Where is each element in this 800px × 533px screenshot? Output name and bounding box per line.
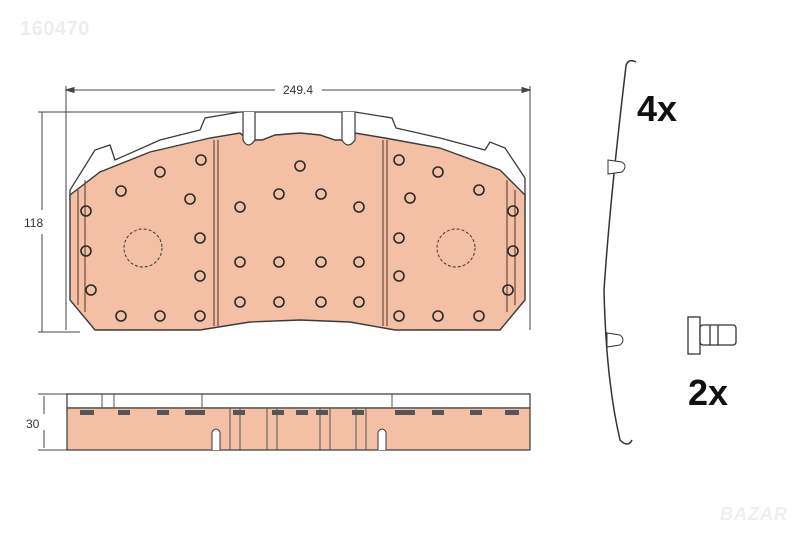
width-dimension-line: [64, 86, 532, 330]
mounting-tabs: [242, 112, 356, 146]
spring-clip-quantity: 4x: [637, 88, 678, 129]
width-dimension-label: 249.4: [283, 83, 314, 97]
piston-mark-right: [436, 228, 476, 268]
thickness-dimension-label: 30: [26, 417, 40, 431]
bolt-quantity: 2x: [688, 372, 729, 413]
rivets: [80, 154, 519, 322]
height-dimension-line: [38, 111, 250, 333]
height-dimension-label: 118: [24, 216, 44, 230]
product-id-watermark: 160470: [20, 18, 90, 40]
piston-mark-left: [123, 228, 163, 268]
bolt-icon: [687, 316, 737, 355]
pad-side-view: [38, 393, 531, 451]
spring-clip-icon: [603, 59, 637, 445]
site-watermark: BAZAR: [720, 504, 788, 524]
pad-slots: [77, 140, 516, 326]
